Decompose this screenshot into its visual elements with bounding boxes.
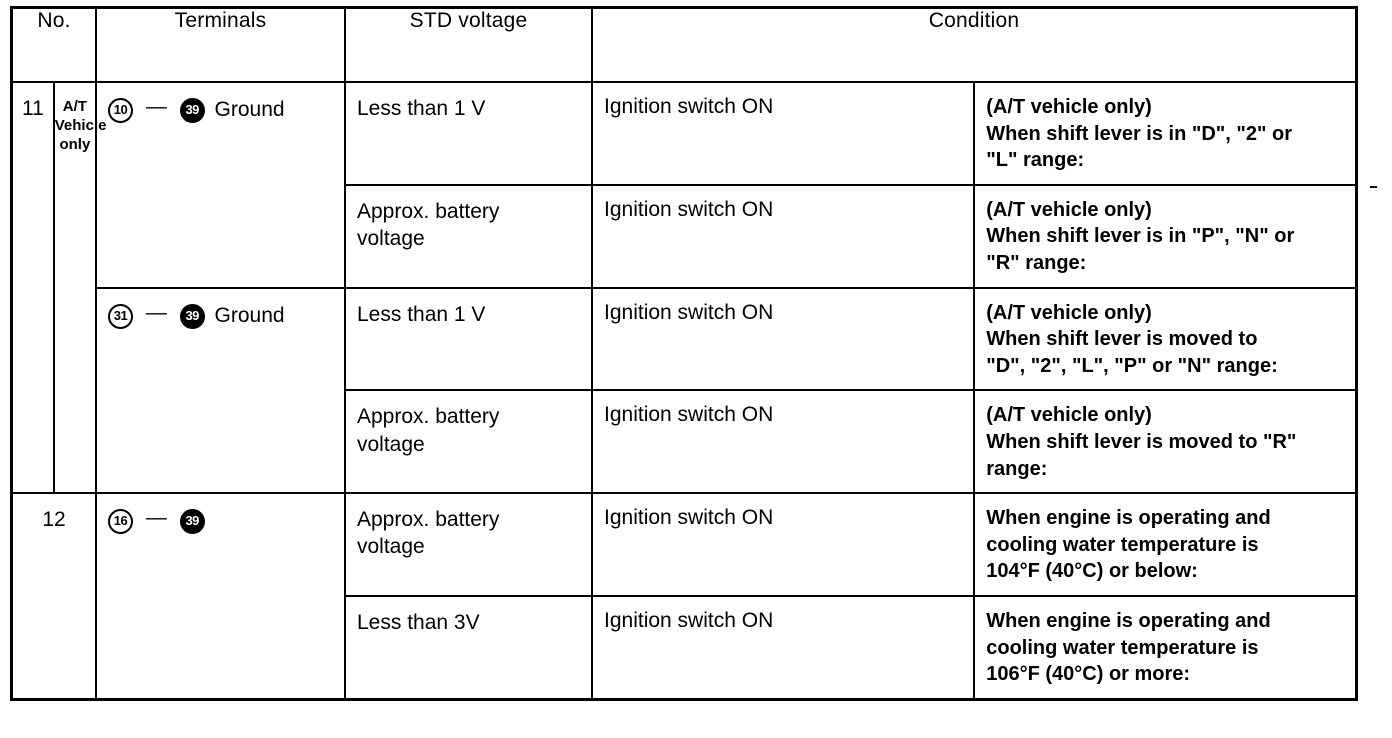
terminal-suffix-label: Ground [214,98,285,121]
terminal-marker-a: 10 [108,98,133,123]
std-voltage-cell: Approx. battery voltage [344,389,593,495]
table-row: Less than 3V Ignition switch ON When eng… [12,594,1358,701]
condition-switch-value: Ignition switch ON [604,300,774,324]
header-std-voltage: STD voltage [344,6,593,83]
header-condition: Condition [591,6,1358,83]
table-header-row: No. Terminals STD voltage Condition [10,6,1358,83]
condition-detail-cell: When engine is operating and cooling wat… [973,594,1358,701]
table-row: 11 A/T Vehicle only 10 — 39 Ground Less … [10,80,1358,495]
condition-detail-value: When engine is operating and cooling wat… [986,609,1271,686]
terminal-suffix-label: Ground [214,303,285,327]
terminal-marker-b: 39 [179,98,205,123]
terminal-separator: — [145,300,167,324]
condition-switch-cell: Ignition switch ON [590,594,976,701]
condition-switch-cell: Ignition switch ON [590,286,976,392]
table-row: Approx. battery voltage Ignition switch … [12,183,1358,289]
condition-detail-value: (A/T vehicle only) When shift lever is i… [986,96,1293,172]
table-row: 12 16 — 39 Approx. battery voltage Ignit… [10,492,1358,701]
header-no: No. [10,6,97,83]
condition-switch-value: Ignition switch ON [604,403,774,427]
condition-switch-cell: Ignition switch ON [590,389,976,495]
scan-artifact-mark [1370,186,1377,188]
row-number: 12 [42,508,66,532]
row-number: 11 [21,97,44,120]
std-voltage-cell: Approx. battery voltage [344,183,593,289]
terminal-voltage-table: No. Terminals STD voltage Condition 11 A… [10,6,1358,701]
std-voltage-cell: Less than 1 V [344,81,593,186]
std-voltage-value: Less than 3V [357,610,480,634]
condition-detail-value: When engine is operating and cooling wat… [986,507,1271,583]
terminal-marker-a: 16 [108,509,133,535]
terminal-pair: 31 — 39 Ground [97,289,344,339]
condition-switch-cell: Ignition switch ON [590,492,976,597]
condition-switch-value: Ignition switch ON [604,197,774,221]
terminal-suffix-label [205,509,209,532]
terminal-pair: 10 — 39 Ground [97,83,344,133]
table-row: 31 — 39 Ground Less than 1 V Ignition sw… [12,286,1358,495]
row-number-cell: 12 [10,492,97,701]
condition-switch-cell: Ignition switch ON [590,183,976,289]
terminals-cell: 10 — 39 Ground [95,81,346,289]
terminals-cell: 31 — 39 Ground [95,286,346,495]
std-voltage-value: Approx. battery voltage [357,508,500,559]
condition-detail-value: (A/T vehicle only) When shift lever is m… [986,301,1278,377]
row-number-cell: 11 [10,80,55,495]
condition-detail-cell: (A/T vehicle only) When shift lever is m… [973,389,1358,495]
condition-switch-value: Ignition switch ON [604,95,774,118]
std-voltage-cell: Approx. battery voltage [344,492,593,597]
condition-switch-value: Ignition switch ON [604,506,774,530]
table-row: Approx. battery voltage Ignition switch … [12,389,1358,495]
header-terminals: Terminals [95,6,346,83]
std-voltage-value: Approx. battery voltage [357,199,500,251]
std-voltage-cell: Less than 1 V [344,286,593,392]
std-voltage-value: Less than 1 V [357,302,486,326]
std-voltage-value: Approx. battery voltage [357,405,500,456]
row-number-note: A/T Vehicle only [54,98,107,154]
terminal-pair: 16 — 39 [97,494,344,544]
terminal-marker-a: 31 [108,303,133,329]
terminal-marker-b: 39 [179,303,205,329]
condition-detail-value: (A/T vehicle only) When shift lever is m… [986,404,1297,480]
condition-switch-cell: Ignition switch ON [590,81,976,186]
std-voltage-value: Less than 1 V [357,97,486,120]
condition-switch-value: Ignition switch ON [604,608,774,632]
condition-detail-value: (A/T vehicle only) When shift lever is i… [986,198,1295,274]
row-number-note-cell: A/T Vehicle only [52,80,107,495]
terminal-marker-b: 39 [179,509,205,535]
condition-detail-cell: When engine is operating and cooling wat… [973,492,1358,597]
terminal-separator: — [145,506,167,530]
condition-detail-cell: (A/T vehicle only) When shift lever is m… [973,286,1358,392]
terminals-cell: 16 — 39 [95,492,346,701]
condition-detail-cell: (A/T vehicle only) When shift lever is i… [973,81,1358,186]
terminal-separator: — [145,95,167,118]
std-voltage-cell: Less than 3V [344,594,593,701]
condition-detail-cell: (A/T vehicle only) When shift lever is i… [973,183,1358,289]
